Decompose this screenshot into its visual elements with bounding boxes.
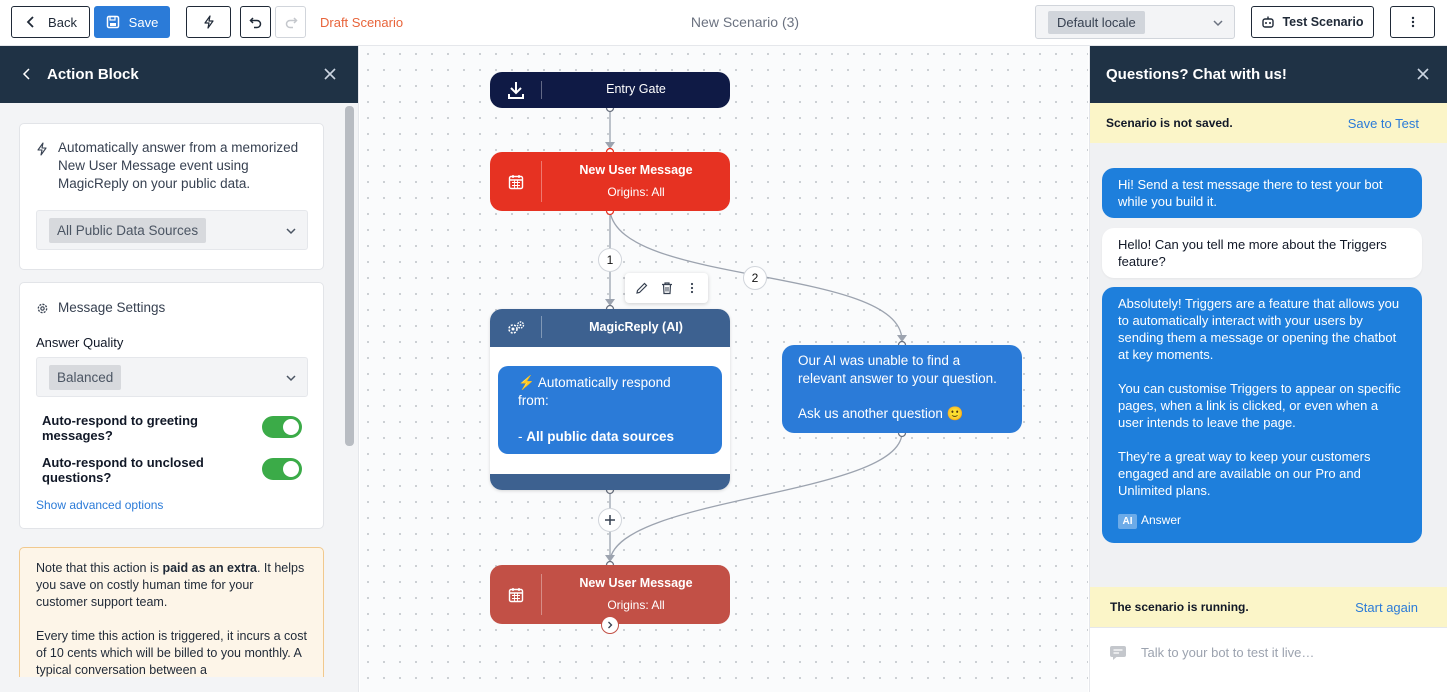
magicreply-node[interactable]: MagicReply (AI) ⚡ Automatically respond … [490, 309, 730, 490]
pencil-icon[interactable] [635, 281, 649, 295]
lightning-icon [203, 15, 214, 29]
top-bar: Back Save Draft Scenario New Scenario (3… [0, 0, 1447, 46]
kebab-icon[interactable] [685, 281, 699, 295]
chevron-left-icon[interactable] [21, 67, 33, 81]
answer-quality-value: Balanced [49, 365, 122, 390]
calendar-icon [490, 565, 542, 624]
new-user-message-node-2[interactable]: New User Message Origins: All [490, 565, 730, 624]
close-icon[interactable] [324, 68, 336, 80]
flow-canvas[interactable]: Entry Gate New User Message Origins: All… [360, 46, 1088, 692]
data-source-select[interactable]: All Public Data Sources [36, 210, 308, 250]
close-icon[interactable] [1417, 68, 1429, 80]
node-toolbox [625, 273, 708, 303]
scenario-title: New Scenario (3) [690, 14, 800, 30]
chevron-left-icon [26, 16, 34, 28]
chat-title: Questions? Chat with us! [1106, 66, 1287, 83]
magicreply-message: ⚡ Automatically respond from: - All publ… [498, 366, 722, 454]
unsaved-banner: Scenario is not saved. Save to Test [1090, 103, 1447, 143]
gear-icon [37, 303, 48, 314]
entry-gate-node[interactable]: Entry Gate [490, 72, 730, 108]
message-settings-card: Message Settings Answer Quality Balanced… [19, 282, 324, 529]
undo-icon [248, 17, 261, 29]
bot-message: Absolutely! Triggers are a feature that … [1102, 287, 1422, 543]
chat-messages: Hi! Send a test message there to test yo… [1090, 143, 1447, 587]
entry-gate-label: Entry Gate [606, 82, 666, 96]
chevron-right-icon [608, 621, 613, 629]
scrollbar[interactable] [345, 106, 354, 446]
start-again-link[interactable]: Start again [1355, 600, 1418, 615]
action-block-panel: Action Block Automatically answer from a… [0, 46, 359, 692]
extra-cost-note: Note that this action is paid as an extr… [19, 547, 324, 692]
greeting-toggle[interactable] [262, 416, 302, 438]
node-subtitle: Origins: All [607, 185, 665, 199]
node-subtitle: Origins: All [607, 598, 665, 612]
kebab-icon [1411, 16, 1414, 28]
chat-header: Questions? Chat with us! [1090, 46, 1447, 103]
fallback-message-node[interactable]: Our AI was unable to find a relevant ans… [782, 345, 1022, 433]
plus-icon [605, 515, 615, 525]
calendar-icon [490, 152, 542, 211]
running-banner: The scenario is running. Start again [1090, 587, 1447, 627]
show-advanced-link[interactable]: Show advanced options [36, 498, 164, 512]
floppy-icon [106, 15, 119, 29]
answer-quality-select[interactable]: Balanced [36, 357, 308, 397]
chat-input-placeholder: Talk to your bot to test it live… [1141, 645, 1315, 660]
unclosed-toggle[interactable] [262, 458, 302, 480]
locale-select[interactable]: Default locale [1035, 5, 1235, 39]
panel-title: Action Block [47, 66, 139, 83]
chevron-down-icon [286, 375, 296, 382]
next-arrow-button[interactable] [601, 616, 619, 634]
chevron-down-icon [1213, 20, 1223, 27]
chevron-down-icon [286, 228, 296, 235]
bot-message: Hi! Send a test message there to test yo… [1102, 168, 1422, 218]
action-description: Automatically answer from a memorized Ne… [58, 140, 299, 191]
settings-title: Message Settings [58, 300, 166, 315]
trash-icon[interactable] [660, 281, 674, 295]
chat-panel: Questions? Chat with us! Scenario is not… [1089, 46, 1447, 692]
data-source-value: All Public Data Sources [49, 218, 207, 243]
panel-header: Action Block [0, 46, 358, 103]
unclosed-toggle-label: Auto-respond to unclosed questions? [42, 455, 204, 485]
data-source-card: Automatically answer from a memorized Ne… [19, 123, 324, 270]
redo-icon [285, 17, 298, 29]
lightning-button[interactable] [186, 6, 231, 38]
back-button[interactable]: Back [11, 6, 90, 38]
redo-button[interactable] [275, 6, 306, 38]
robot-icon [1262, 16, 1275, 28]
answer-quality-label: Answer Quality [36, 335, 124, 350]
lightning-icon [37, 142, 47, 156]
greeting-toggle-label: Auto-respond to greeting messages? [42, 413, 198, 443]
chat-bubble-icon [1110, 646, 1126, 660]
new-user-message-node[interactable]: New User Message Origins: All [490, 152, 730, 211]
add-step-button[interactable] [598, 508, 622, 532]
more-options-button[interactable] [1390, 6, 1435, 38]
node-title: New User Message [579, 163, 693, 177]
chat-composer[interactable]: Talk to your bot to test it live… [1090, 627, 1447, 692]
node-title: New User Message [579, 576, 693, 590]
unsaved-text: Scenario is not saved. [1106, 116, 1233, 130]
running-text: The scenario is running. [1110, 600, 1249, 614]
draft-status: Draft Scenario [320, 15, 404, 30]
locale-value: Default locale [1048, 11, 1145, 34]
user-message: Hello! Can you tell me more about the Tr… [1102, 228, 1422, 278]
test-scenario-button[interactable]: Test Scenario [1251, 6, 1374, 38]
undo-button[interactable] [240, 6, 271, 38]
branch-badge-2[interactable]: 2 [743, 266, 767, 290]
gears-icon [490, 309, 542, 347]
download-icon [490, 72, 542, 108]
magicreply-title: MagicReply (AI) [589, 320, 683, 334]
branch-badge-1[interactable]: 1 [598, 248, 622, 272]
save-button[interactable]: Save [94, 6, 170, 38]
save-to-test-link[interactable]: Save to Test [1347, 116, 1419, 131]
